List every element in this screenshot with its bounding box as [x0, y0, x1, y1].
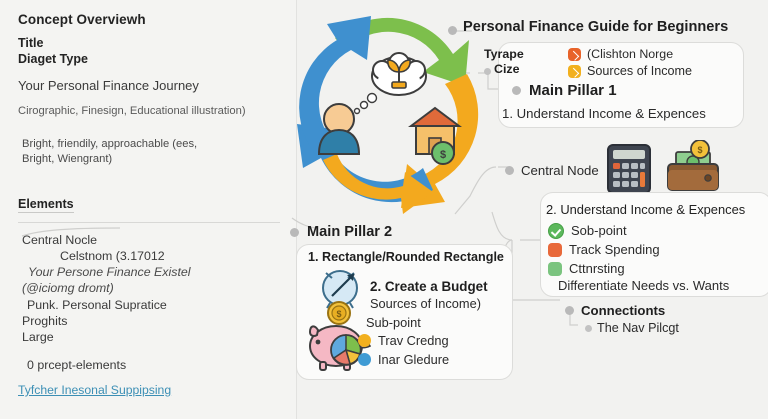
- mood-line-2: Bright, Wiengrant): [22, 153, 113, 166]
- list-item[interactable]: Track Spending: [548, 240, 660, 259]
- pillar2-line-1: 1. Rectangle/Rounded Rectangle: [308, 250, 504, 264]
- yellow-dot-icon: [358, 334, 371, 347]
- pillar2-right-last-line: Differentiate Needs vs. Wants: [558, 278, 730, 293]
- pillar2-bullet-2[interactable]: Inar Gledure: [358, 352, 449, 367]
- connections-sub-item[interactable]: The Nav Pilcgt: [585, 321, 679, 335]
- tyrape-label: Tyrape: [484, 47, 524, 61]
- footer-link[interactable]: Tyfcher Inesonal Suppipsing: [18, 383, 172, 397]
- central-node-text: Central Node: [521, 163, 599, 178]
- pillar2-right-list: Sob-point Track Spending Cttnrsting: [548, 221, 660, 278]
- central-node-label: Central Node: [505, 163, 599, 178]
- connections-heading: Connectionts: [565, 303, 665, 318]
- central-node-dot: [505, 166, 514, 175]
- blue-dot-icon: [358, 353, 371, 366]
- main-pillar-2-node-dot: [290, 227, 299, 237]
- main-pillar-1-line: 1. Understand Income & Expences: [502, 106, 706, 121]
- panel-divider: [18, 222, 280, 223]
- elements-heading: Elements: [18, 197, 74, 214]
- finance-cycle-illustration: $: [297, 16, 479, 214]
- connections-sub-label: The Nav Pilcgt: [597, 321, 679, 335]
- spec-line-3: (@iciomg dromt): [22, 281, 114, 296]
- yellow-lower-arrow: [323, 154, 433, 214]
- connections-sub-node-dot: [585, 324, 592, 332]
- pillar2-bullet-1[interactable]: Trav Credng: [358, 333, 449, 348]
- spec-line-0: Central Nocle: [22, 233, 98, 247]
- orange-square-icon: [548, 242, 562, 257]
- cize-node-dot: [484, 68, 491, 75]
- connections-node-dot: [565, 306, 574, 315]
- mood-text: Bright, friendily, approachable (ees, Br…: [22, 137, 286, 167]
- svg-text:$: $: [697, 145, 702, 155]
- svg-text:$: $: [440, 149, 446, 161]
- blue-cycle-arrow: [297, 124, 433, 203]
- pillar2-line-4: Sub-point: [366, 315, 421, 330]
- concept-overview-heading: Concept Overviewh: [18, 12, 146, 27]
- spec-line-7: 0 prcept-elements: [27, 357, 127, 372]
- person-illustration: [317, 103, 361, 155]
- pillar2-bullet-1-label: Trav Credng: [378, 333, 449, 348]
- pillar1-item-1[interactable]: (Clishton Norge: [568, 47, 673, 61]
- list-item[interactable]: Sob-point: [548, 221, 660, 240]
- svg-text:$: $: [336, 309, 341, 319]
- main-pillar-2-heading-label: Main Pillar 2: [307, 224, 393, 240]
- mood-line-1: Bright, friendily, approachable (ees,: [22, 138, 198, 151]
- orange-square-icon: [568, 47, 581, 61]
- pillar1-item-2-label: Sources of Income: [587, 64, 692, 78]
- yellow-cycle-arrow: [401, 74, 479, 208]
- money-plant-icon: [387, 59, 411, 89]
- style-note-text: Cirographic, Finesign, Educational illus…: [18, 105, 246, 118]
- pillar2-line-3: Sources of Income): [370, 296, 481, 311]
- main-pillar-1-heading: Main Pillar 1: [512, 82, 617, 99]
- house-icon: $: [408, 106, 462, 165]
- pillar2-line-2: 2. Create a Budget: [370, 279, 488, 294]
- pillar2-right-card: [540, 192, 768, 297]
- journey-text: Your Personal Finance Journey: [18, 78, 199, 94]
- left-spec-panel: Concept Overviewh Title Diaget Type Your…: [0, 0, 297, 419]
- cize-label: Cize: [494, 62, 520, 76]
- list-item-label: Sob-point: [571, 223, 627, 238]
- green-square-icon: [548, 261, 562, 276]
- main-pillar-1-heading-label: Main Pillar 1: [529, 82, 617, 99]
- spec-line-1: Celstnom (3.17012: [60, 249, 165, 264]
- pillar2-bullet-2-label: Inar Gledure: [378, 352, 450, 367]
- spec-line-5: Proghits: [22, 313, 68, 328]
- main-pillar-2-heading: Main Pillar 2: [290, 224, 392, 240]
- spec-list: Central Nocle Celstnom (3.17012 Your Per…: [22, 232, 290, 373]
- pillar1-item-1-label: (Clishton Norge: [587, 47, 674, 61]
- pie-chart-icon: [330, 334, 362, 366]
- pillar2-right-heading: 2. Understand Income & Expences: [546, 202, 746, 217]
- spec-line-6: Large: [22, 329, 54, 344]
- gold-coin-icon: $: [690, 140, 710, 159]
- page-title: Personal Finance Guide for Beginners: [463, 19, 729, 35]
- calculator-icon: [607, 144, 651, 194]
- list-item-label: Track Spending: [569, 242, 660, 257]
- spec-line-4: Punk. Personal Supratice: [27, 297, 167, 312]
- spec-line-2: Your Persone Finance Existel: [28, 265, 191, 280]
- title-node-dot: [448, 26, 457, 35]
- yellow-square-icon: [568, 64, 581, 78]
- wallet-icon: $: [667, 140, 719, 191]
- main-pillar-1-node-dot: [512, 86, 521, 95]
- check-circle-icon: [548, 222, 564, 239]
- main-pillar-1-card: [498, 42, 744, 128]
- pillar1-item-2[interactable]: Sources of Income: [568, 64, 692, 78]
- thought-bubble-icon: [353, 52, 427, 115]
- diagram-type-label: Diaget Type: [18, 51, 88, 66]
- blue-up-arrow: [299, 16, 371, 154]
- connections-heading-label: Connectionts: [581, 303, 666, 318]
- list-item[interactable]: Cttnrsting: [548, 259, 660, 278]
- title-label: Title: [18, 36, 44, 50]
- piggy-bank-pie-icon: [308, 325, 372, 371]
- gold-coin-icon: $: [327, 301, 351, 325]
- list-item-label: Cttnrsting: [569, 261, 625, 276]
